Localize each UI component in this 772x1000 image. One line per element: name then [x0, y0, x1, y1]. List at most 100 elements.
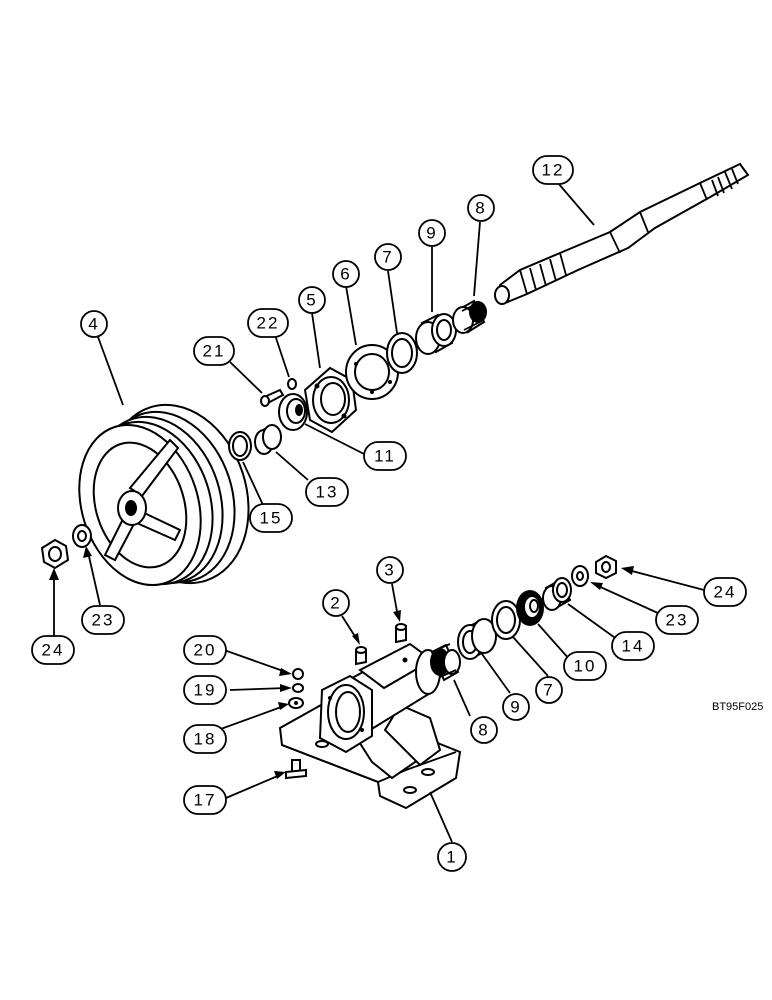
callout-20: 20	[183, 635, 227, 665]
bearing-cone-8-top	[452, 299, 487, 334]
leader-23-left	[87, 551, 101, 606]
callout-label-18: 18	[194, 730, 217, 749]
leader-9-bottom	[481, 653, 511, 694]
drawing-code: BT95F025	[712, 701, 763, 713]
callout-label-7-top: 7	[382, 248, 393, 267]
grease-fitting-2	[355, 646, 367, 666]
callout-6: 6	[332, 260, 360, 288]
callout-label-19: 19	[194, 681, 217, 700]
callout-label-8-top: 8	[475, 199, 486, 218]
nut-24-left	[40, 538, 70, 570]
leader-24-right	[627, 569, 705, 591]
callout-8-top: 8	[467, 194, 495, 222]
gasket-6	[345, 344, 399, 400]
callout-5: 5	[298, 286, 326, 314]
pulley-4	[78, 403, 250, 587]
leader-17	[225, 774, 281, 799]
callout-label-23-right: 23	[666, 611, 689, 630]
callout-label-20: 20	[194, 641, 217, 660]
callout-4: 4	[80, 310, 108, 338]
callout-17: 17	[183, 785, 227, 815]
callout-label-12: 12	[542, 161, 565, 180]
callout-label-17: 17	[194, 791, 217, 810]
washer-23-right	[571, 565, 589, 587]
nut-20	[292, 668, 304, 680]
callout-label-13: 13	[316, 483, 339, 502]
callout-label-9-bottom: 9	[510, 698, 521, 717]
washer-23-left	[72, 524, 92, 548]
nut-22	[287, 378, 297, 390]
washer-19	[292, 683, 304, 693]
leader-19	[229, 687, 287, 691]
callout-label-23-left: 23	[92, 611, 115, 630]
bushing-13	[254, 424, 282, 455]
callout-22: 22	[247, 308, 289, 338]
callout-23-right: 23	[655, 605, 699, 635]
leader-8-bottom	[453, 679, 471, 717]
seal-10	[516, 590, 544, 626]
callout-label-11: 11	[374, 447, 396, 466]
callout-label-15: 15	[260, 509, 283, 528]
callout-label-5: 5	[306, 291, 317, 310]
leader-15	[242, 461, 264, 506]
callout-9-top: 9	[418, 219, 446, 247]
leader-1	[429, 791, 453, 843]
callout-label-1: 1	[446, 848, 457, 867]
callout-24-right: 24	[703, 577, 747, 607]
plug-3	[395, 623, 407, 644]
bolt-17	[285, 759, 307, 780]
callout-8-bottom: 8	[470, 716, 498, 744]
leader-7-top	[387, 270, 398, 334]
callout-7-top: 7	[374, 243, 402, 271]
leader-10	[537, 623, 571, 661]
callout-label-22: 22	[257, 314, 280, 333]
bolt-21	[260, 388, 285, 407]
leader-18	[217, 705, 285, 731]
leader-7-bottom	[512, 636, 549, 677]
callout-label-2: 2	[330, 594, 341, 613]
callout-11: 11	[363, 441, 407, 471]
callout-19: 19	[183, 675, 227, 705]
callout-label-4: 4	[88, 315, 99, 334]
callout-label-6: 6	[340, 265, 351, 284]
callout-10: 10	[563, 651, 607, 681]
callout-label-9-top: 9	[426, 224, 437, 243]
bearing-cone-8-bottom	[430, 643, 461, 682]
bearing-housing-1	[278, 642, 462, 810]
callout-24-left: 24	[31, 635, 75, 665]
leader-8-top	[473, 221, 481, 297]
snap-ring-7-top	[386, 332, 418, 374]
callout-13: 13	[305, 477, 349, 507]
callout-21: 21	[193, 336, 235, 366]
leader-4	[97, 336, 124, 406]
snap-ring-15	[228, 431, 252, 461]
callout-label-24-left: 24	[42, 641, 65, 660]
washer-18	[288, 697, 304, 709]
callout-label-21: 21	[203, 342, 226, 361]
callout-label-24-right: 24	[714, 583, 737, 602]
nut-24-right	[595, 554, 617, 580]
callout-label-8-bottom: 8	[478, 721, 489, 740]
shaft-12	[494, 162, 750, 305]
callout-2: 2	[322, 589, 350, 617]
spacer-14	[542, 577, 572, 611]
leader-13	[275, 451, 309, 481]
callout-3: 3	[376, 556, 404, 584]
callout-18: 18	[183, 724, 227, 754]
callout-label-14: 14	[622, 637, 645, 656]
leader-14	[567, 603, 619, 641]
callout-label-3: 3	[384, 561, 395, 580]
callout-9-bottom: 9	[502, 693, 530, 721]
leader-12	[557, 182, 595, 226]
bearing-11	[278, 393, 308, 431]
leader-11	[304, 423, 367, 456]
leader-22	[274, 334, 290, 378]
callout-1: 1	[437, 842, 467, 872]
leader-6	[345, 285, 357, 346]
callout-label-7-bottom: 7	[543, 681, 554, 700]
leader-20	[223, 649, 287, 673]
callout-12: 12	[532, 155, 574, 185]
callout-label-10: 10	[574, 657, 597, 676]
leader-5	[311, 312, 321, 369]
